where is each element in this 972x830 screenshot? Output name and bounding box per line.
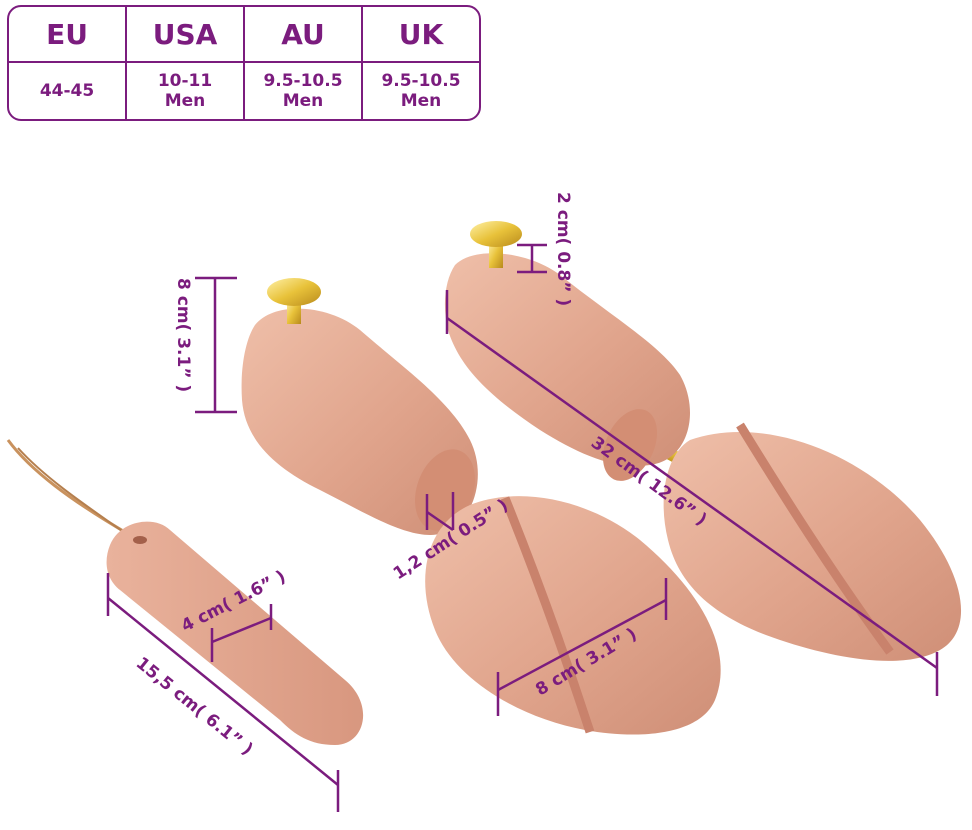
- dimension-lines: [106, 243, 939, 812]
- value-usa: 10-11 Men: [127, 63, 245, 119]
- header-usa: USA: [127, 7, 245, 63]
- shoe-tree-right: [444, 221, 962, 661]
- header-uk: UK: [363, 7, 479, 63]
- label-knob-height: 2 cm( 0.8” ): [553, 192, 573, 306]
- header-eu: EU: [9, 7, 127, 63]
- value-uk: 9.5-10.5 Men: [381, 71, 461, 111]
- value-eu: 44-45: [9, 63, 127, 119]
- size-conversion-table: EU USA AU UK 44-45 10-11 Men 9.5-10.5 Me…: [7, 5, 481, 121]
- header-au: AU: [245, 7, 363, 63]
- shoe-tree-left: [241, 278, 721, 735]
- value-au: 9.5-10.5 Men: [245, 63, 363, 119]
- label-tree-height: 8 cm( 3.1” ): [173, 278, 193, 392]
